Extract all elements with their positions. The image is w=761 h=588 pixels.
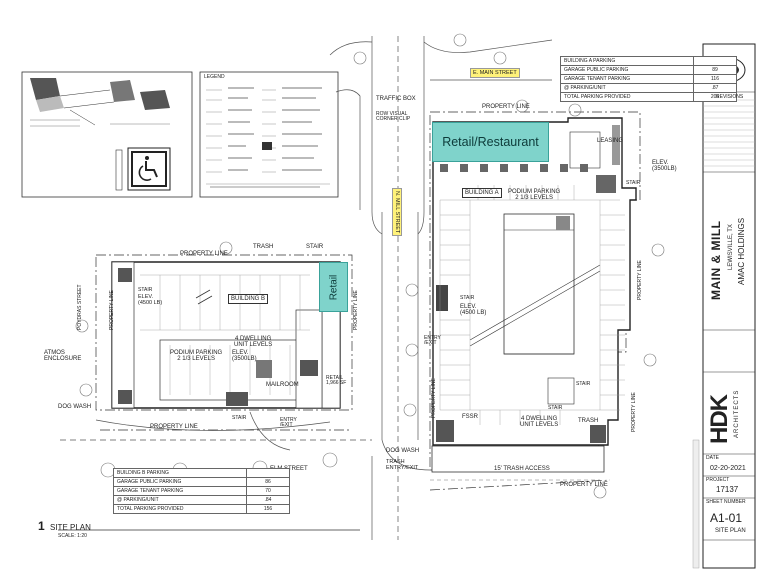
parking-table-a: BUILDING A PARKING GARAGE PUBLIC PARKING… bbox=[560, 56, 737, 102]
building-a-outline bbox=[430, 117, 637, 481]
property-line-top-label: PROPERTY LINE bbox=[482, 104, 530, 110]
stair-a-bottom-label: STAIR bbox=[548, 405, 563, 411]
drawing-number: 1 bbox=[38, 519, 45, 533]
legend-title: LEGEND bbox=[204, 74, 225, 80]
drawing-title: SITE PLAN bbox=[50, 523, 91, 532]
revisions-label: REVISIONS bbox=[716, 94, 744, 100]
stair-a-right-label: STAIR bbox=[576, 381, 591, 387]
stair-a-top-label: STAIR bbox=[626, 180, 641, 186]
mailroom-label: MAILROOM bbox=[266, 382, 299, 388]
stair-b-bottom-label: STAIR bbox=[232, 415, 247, 421]
firm-name: ARCHITECTS bbox=[734, 389, 740, 438]
date-label: DATE bbox=[706, 455, 719, 461]
trash-b-label: TRASH bbox=[253, 244, 274, 250]
fssr-label: FSSR bbox=[462, 414, 479, 420]
table-row: BUILDING B PARKING bbox=[113, 468, 290, 478]
street-e-main bbox=[329, 39, 553, 210]
building-a-label: BUILDING A bbox=[462, 188, 502, 198]
building-b-outline bbox=[111, 261, 341, 409]
row-visual-label: ROW VISUAL CORNER CLIP bbox=[376, 111, 411, 122]
property-line-b-right-label: PROPERTY LINE bbox=[353, 290, 359, 330]
sheet-title: SITE PLAN bbox=[715, 528, 746, 534]
trash-a-label: TRASH bbox=[578, 418, 599, 424]
sheet-number: A1-01 bbox=[710, 511, 743, 525]
dog-wash-label: DOG WASH bbox=[58, 404, 92, 410]
sheet-number-label: SHEET NUMBER bbox=[706, 499, 746, 505]
trash-left-label: DOG WASH bbox=[386, 448, 420, 454]
entry-b-label: ENTRY /EXIT bbox=[280, 417, 297, 428]
property-line-a-left-label: PROPERTY LINE bbox=[431, 378, 437, 418]
drawing-scale: SCALE: 1:20 bbox=[58, 533, 87, 539]
street-n-mill bbox=[371, 36, 425, 540]
table-row: @ PARKING/UNIT.87 bbox=[560, 83, 737, 93]
elev-b-side-label: ELEV. (3500LB) bbox=[232, 350, 257, 362]
table-row: BUILDING A PARKING bbox=[560, 56, 737, 66]
e-main-street-tag: E. MAIN STREET bbox=[470, 68, 520, 78]
property-line-b-top-label: PROPERTY LINE bbox=[180, 251, 228, 257]
project-number: 17137 bbox=[716, 485, 739, 494]
project-label: PROJECT bbox=[706, 477, 730, 483]
poydras-street-label: POYDRAS STREET bbox=[77, 284, 83, 330]
leasing-label: LEASING bbox=[597, 138, 624, 144]
firm-logo: HDK bbox=[706, 395, 733, 444]
stair-a-left-label: STAIR bbox=[460, 295, 475, 301]
stair-b-top-label: STAIR bbox=[306, 244, 324, 250]
project-client: AMAC HOLDINGS bbox=[737, 217, 746, 285]
date-value: 02-20-2021 bbox=[710, 465, 746, 472]
retail-small-label: RETAIL 1,966 SF bbox=[326, 375, 347, 386]
property-line-b-bottom-label: PROPERTY LINE bbox=[150, 424, 198, 430]
detail-sketch bbox=[21, 71, 193, 198]
dwelling-a-label: 4 DWELLING UNIT LEVELS bbox=[520, 416, 559, 428]
elev-b-label: ELEV. (4500 LB) bbox=[138, 294, 163, 306]
dwelling-b-label: 4 DWELLING UNIT LEVELS bbox=[234, 336, 273, 348]
legend-box bbox=[199, 71, 339, 198]
elev-3500-label: ELEV. (3500LB) bbox=[652, 160, 677, 172]
street-elm bbox=[60, 411, 431, 540]
property-line-a-right2-label: PROPERTY LINE bbox=[631, 392, 637, 432]
podium-b-label: PODIUM PARKING 2 1/3 LEVELS bbox=[170, 350, 223, 362]
atmos-label: ATMOS ENCLOSURE bbox=[44, 350, 82, 362]
table-row: @ PARKING/UNIT.84 bbox=[113, 495, 290, 505]
building-b-label: BUILDING B bbox=[228, 294, 269, 304]
n-mill-street-tag: N. MILL STREET bbox=[392, 188, 402, 237]
retail-overlay-label: Retail bbox=[327, 274, 339, 300]
podium-a-label: PODIUM PARKING 2 1/3 LEVELS bbox=[508, 189, 561, 201]
trash-entry-label: TRASH ENTRY/EXIT bbox=[386, 459, 419, 471]
project-location: LEWISVILLE, TX bbox=[728, 224, 734, 270]
trash-access-label: 15' TRASH ACCESS bbox=[494, 466, 550, 472]
property-line-a-bottom-label: PROPERTY LINE bbox=[560, 482, 608, 488]
elev-a-label: ELEV. (4500 LB) bbox=[460, 304, 487, 316]
property-line-a-right-label: PROPERTY LINE bbox=[637, 260, 643, 300]
entry-a-label: ENTRY /EXIT bbox=[424, 335, 441, 346]
retail-overlay: Retail bbox=[319, 262, 348, 312]
property-line-b-left-label: PROPERTY LINE bbox=[109, 290, 115, 330]
project-name: MAIN & MILL bbox=[709, 220, 723, 301]
traffic-box-label: TRAFFIC BOX bbox=[376, 96, 416, 102]
stamp-strip bbox=[692, 439, 700, 569]
parking-table-b: BUILDING B PARKING GARAGE PUBLIC PARKING… bbox=[113, 468, 290, 514]
stair-b-left-label: STAIR bbox=[138, 287, 153, 293]
retail-restaurant-overlay: Retail/Restaurant bbox=[432, 122, 549, 162]
title-block bbox=[702, 43, 756, 569]
